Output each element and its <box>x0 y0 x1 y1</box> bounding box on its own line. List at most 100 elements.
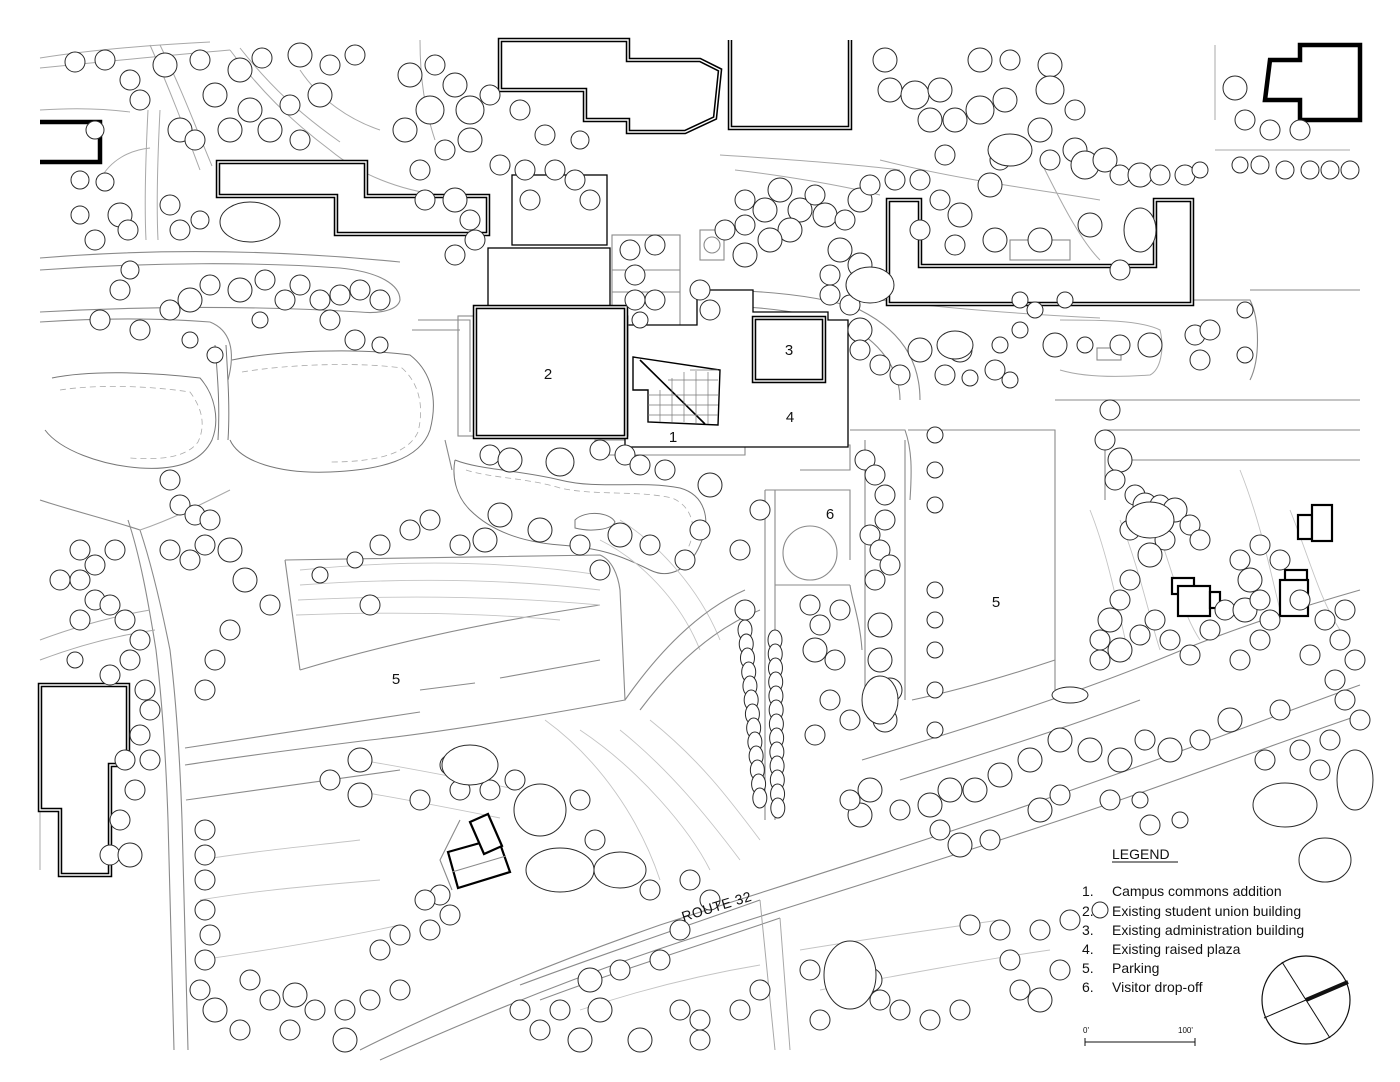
tree-canopy <box>1026 301 1044 319</box>
tree-canopy <box>227 57 253 83</box>
tree-canopy <box>926 681 944 699</box>
tree-canopy <box>1269 699 1291 721</box>
tree-canopy <box>804 184 826 206</box>
tree-canopy <box>179 549 201 571</box>
canopy-cluster <box>823 940 877 1010</box>
tree-canopy <box>1049 784 1071 806</box>
tree-canopy <box>864 569 886 591</box>
tree-canopy <box>874 509 896 531</box>
tree-canopy <box>631 311 649 329</box>
trees <box>49 42 1374 1053</box>
tree-canopy <box>424 54 446 76</box>
tree-canopy <box>919 1009 941 1031</box>
tree-canopy <box>504 769 526 791</box>
tree-canopy <box>1011 291 1029 309</box>
tree-canopy <box>346 551 364 569</box>
tree-canopy <box>1269 549 1291 571</box>
tree-canopy <box>1199 619 1221 641</box>
tree-canopy <box>819 264 841 286</box>
tree-canopy <box>1189 349 1211 371</box>
tree-canopy <box>1092 147 1118 173</box>
tree-canopy <box>1229 649 1251 671</box>
tree-canopy <box>867 612 893 638</box>
tree-canopy <box>1344 649 1366 671</box>
tree-canopy <box>190 210 210 230</box>
tree-canopy <box>1234 109 1256 131</box>
tree-canopy <box>809 614 831 636</box>
tree-canopy <box>1107 747 1133 773</box>
tree-canopy <box>392 117 418 143</box>
tree-canopy <box>654 459 676 481</box>
tree-canopy <box>70 205 90 225</box>
legend-item-number: 5. <box>1082 960 1094 976</box>
tree-canopy <box>84 229 106 251</box>
tree-canopy <box>1089 629 1111 651</box>
tree-canopy <box>589 439 611 461</box>
tree-canopy <box>982 227 1008 253</box>
tree-canopy <box>1119 569 1141 591</box>
tree-canopy <box>389 924 411 946</box>
tree-canopy <box>1229 549 1251 571</box>
tree-canopy <box>965 95 995 125</box>
tree-canopy <box>415 95 445 125</box>
tree-canopy <box>206 346 224 364</box>
legend-item-number: 6. <box>1082 979 1094 995</box>
tree-canopy <box>134 679 156 701</box>
west-building-north <box>40 119 103 165</box>
tree-canopy <box>359 989 381 1011</box>
tree-canopy <box>289 129 311 151</box>
tree-canopy <box>734 189 756 211</box>
tree-canopy <box>926 641 944 659</box>
tree-canopy <box>457 127 483 153</box>
tree-canopy <box>129 89 151 111</box>
tree-canopy <box>569 789 591 811</box>
tree-canopy <box>1237 567 1263 593</box>
canopy-cluster <box>861 675 899 725</box>
tree-canopy <box>1011 321 1029 339</box>
tree-canopy <box>95 172 115 192</box>
tree-canopy <box>824 649 846 671</box>
tree-canopy <box>627 1027 653 1053</box>
tree-canopy <box>942 107 968 133</box>
tree-canopy <box>869 539 891 561</box>
tree-canopy <box>344 44 366 66</box>
tree-canopy <box>1027 227 1053 253</box>
tree-canopy <box>584 829 606 851</box>
tree-canopy <box>509 99 531 121</box>
canopy-cluster <box>1125 501 1175 539</box>
tree-canopy <box>399 519 421 541</box>
south-house <box>439 812 512 891</box>
tree-canopy <box>219 619 241 641</box>
canopy-cluster <box>593 851 647 889</box>
tree-canopy <box>239 969 261 991</box>
tree-canopy <box>917 792 943 818</box>
legend-item-number: 3. <box>1082 922 1094 938</box>
tree-canopy <box>877 77 903 103</box>
tree-canopy <box>729 999 751 1021</box>
tree-canopy <box>1097 607 1123 633</box>
legend-item-number: 4. <box>1082 941 1094 957</box>
label-parking-east: 5 <box>992 594 1000 611</box>
tree-canopy <box>419 919 441 941</box>
tree-canopy <box>767 177 793 203</box>
tree-canopy <box>129 319 151 341</box>
tree-canopy <box>89 309 111 331</box>
tree-canopy <box>99 664 121 686</box>
tree-canopy <box>1289 119 1311 141</box>
tree-canopy <box>839 789 861 811</box>
tree-canopy <box>439 904 461 926</box>
tree-canopy <box>169 494 191 516</box>
tree-canopy <box>714 219 736 241</box>
tree-canopy <box>274 289 296 311</box>
tree-canopy <box>1037 52 1063 78</box>
tree-canopy <box>129 724 151 746</box>
tree-canopy <box>787 197 813 223</box>
tree-canopy <box>319 309 341 331</box>
tree-canopy <box>139 699 161 721</box>
tree-canopy <box>181 331 199 349</box>
tree-canopy <box>689 519 711 541</box>
tree-canopy <box>854 449 876 471</box>
tree-canopy <box>959 914 981 936</box>
commons-addition <box>632 356 721 426</box>
tree-canopy <box>1047 727 1073 753</box>
